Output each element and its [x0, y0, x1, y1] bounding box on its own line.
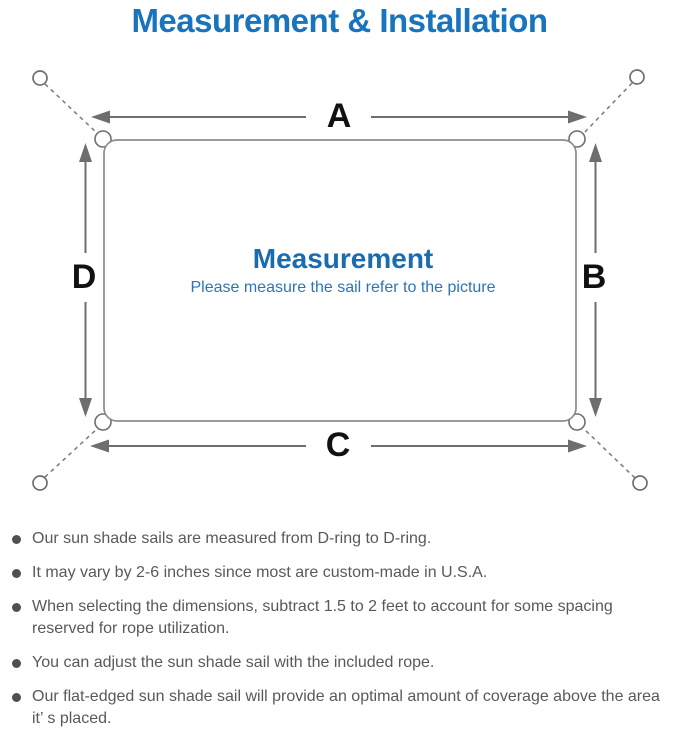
dim-label-d: D: [67, 260, 101, 294]
anchor-point-icon-top-right: [629, 69, 645, 85]
arrowhead-d-down: [79, 398, 92, 417]
d-ring-icon-top-left: [94, 130, 112, 148]
arrowhead-c-left: [90, 439, 109, 453]
note-text: It may vary by 2-6 inches since most are…: [32, 564, 488, 581]
bullet-icon: [12, 535, 21, 544]
dim-label-c: C: [321, 428, 355, 462]
note-text: You can adjust the sun shade sail with t…: [32, 654, 435, 671]
bullet-icon: [12, 569, 21, 578]
d-ring-icon-bottom-left: [94, 413, 112, 431]
page-title: Measurement & Installation: [131, 2, 548, 39]
sail-center-title: Measurement: [252, 243, 434, 274]
list-item: You can adjust the sun shade sail with t…: [10, 652, 675, 674]
dim-label-a: A: [322, 99, 356, 133]
arrowhead-a-left: [91, 110, 110, 124]
arrowhead-a-right: [568, 110, 587, 124]
sail-measurement-diagram: [32, 69, 648, 491]
rope-line-bottom-right: [582, 427, 636, 479]
rope-line-top-right: [582, 82, 633, 135]
arrowhead-b-up: [589, 143, 602, 162]
note-text: Our flat-edged sun shade sail will provi…: [32, 688, 660, 727]
anchor-point-icon-bottom-left: [32, 475, 48, 491]
note-text: Our sun shade sails are measured from D-…: [32, 530, 432, 547]
notes-list: Our sun shade sails are measured from D-…: [10, 528, 675, 739]
arrowhead-b-down: [589, 398, 602, 417]
arrowhead-d-up: [79, 143, 92, 162]
arrowhead-c-right: [568, 439, 587, 453]
bullet-icon: [12, 603, 21, 612]
anchor-point-icon-top-left: [32, 70, 48, 86]
list-item: When selecting the dimensions, subtract …: [10, 596, 675, 640]
rope-line-top-left: [44, 83, 99, 135]
sail-center-subtitle: Please measure the sail refer to the pic…: [190, 279, 496, 296]
d-ring-icon-bottom-right: [568, 413, 586, 431]
sail-outline: [103, 139, 577, 422]
note-text: When selecting the dimensions, subtract …: [32, 598, 613, 637]
dim-label-b: B: [577, 260, 611, 294]
bullet-icon: [12, 659, 21, 668]
list-item: Our sun shade sails are measured from D-…: [10, 528, 675, 550]
list-item: Our flat-edged sun shade sail will provi…: [10, 686, 675, 730]
bullet-icon: [12, 693, 21, 702]
rope-line-bottom-left: [44, 427, 99, 478]
list-item: It may vary by 2-6 inches since most are…: [10, 562, 675, 584]
anchor-point-icon-bottom-right: [632, 475, 648, 491]
d-ring-icon-top-right: [568, 130, 586, 148]
